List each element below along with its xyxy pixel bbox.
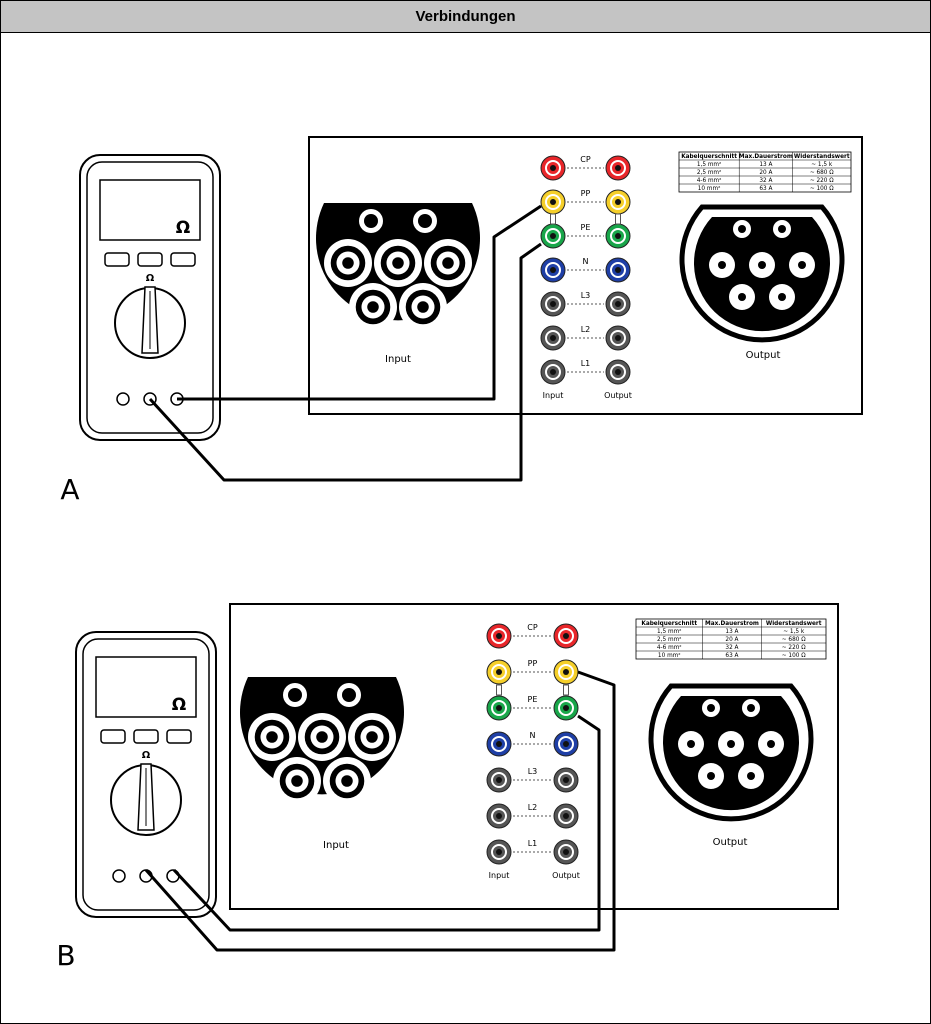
- jack-label-n: N: [530, 731, 536, 740]
- table-cell: 1,5 mm²: [697, 161, 721, 168]
- table-cell: 13 A: [759, 162, 772, 168]
- output-connector-label: Output: [713, 837, 748, 848]
- multimeter-display: [95, 656, 197, 718]
- table-cell: 4-6 mm²: [657, 644, 682, 651]
- table-cell: 63 A: [759, 186, 772, 192]
- jack-label-l3: L3: [581, 291, 591, 300]
- jack-label-l1: L1: [581, 359, 591, 368]
- table-cell: ~ 100 Ω: [782, 653, 806, 659]
- table-cell: 2,5 mm²: [697, 169, 721, 176]
- table-cell: ~ 680 Ω: [782, 637, 806, 643]
- multimeter-function-button: [170, 252, 196, 267]
- multimeter-function-button: [133, 729, 159, 744]
- jack-column-input-label: Input: [489, 871, 510, 880]
- jack-label-l2: L2: [581, 325, 591, 334]
- jack-label-pp: PP: [581, 189, 591, 198]
- multimeter-probe-socket: [112, 869, 126, 883]
- probe-lead-com-to-pp: [177, 204, 542, 401]
- table-header-cell: Max.Dauerstrom: [739, 154, 793, 160]
- table-cell: ~ 680 Ω: [810, 170, 834, 176]
- jack-column-output-label: Output: [552, 871, 580, 880]
- table-cell: 20 A: [725, 637, 738, 643]
- output-connector-label: Output: [746, 350, 781, 361]
- table-cell: ~ 220 Ω: [782, 645, 806, 651]
- table-header-cell: Widerstandswert: [766, 621, 822, 627]
- multimeter-function-button: [137, 252, 163, 267]
- table-cell: ~ 1,5 k: [783, 629, 805, 635]
- multimeter-inner-border: [82, 638, 210, 911]
- table-border: [678, 151, 852, 193]
- panel-letter-b: B: [56, 939, 75, 972]
- table-border: [635, 618, 827, 660]
- title-bar: Verbindungen: [1, 1, 930, 33]
- probe-lead-v-to-pe: [148, 242, 542, 482]
- table-cell: 10 mm²: [698, 185, 721, 192]
- pp-resistor-icon: [615, 213, 621, 225]
- pp-resistor-icon: [563, 684, 569, 696]
- panel-letter-a: A: [60, 473, 79, 506]
- table-cell: 4-6 mm²: [697, 177, 722, 184]
- jack-label-l1: L1: [528, 839, 538, 848]
- multimeter-display-symbol: Ω: [172, 695, 186, 715]
- jack-label-cp: CP: [580, 155, 591, 164]
- multimeter-display: [99, 179, 201, 241]
- multimeter-function-button: [104, 252, 130, 267]
- jack-label-pp: PP: [528, 659, 538, 668]
- multimeter: ΩΩ: [75, 631, 217, 918]
- table-cell: 32 A: [759, 178, 772, 184]
- jack-label-l3: L3: [528, 767, 538, 776]
- pp-resistor-icon: [550, 213, 556, 225]
- multimeter-function-button: [100, 729, 126, 744]
- probe-lead-v-to-pp: [144, 670, 616, 952]
- reference-table: Kabelquerschnitt Max.Dauerstrom Widerstand…: [635, 618, 827, 660]
- jack-label-cp: CP: [527, 623, 538, 632]
- jack-label-l2: L2: [528, 803, 538, 812]
- table-cell: ~ 100 Ω: [810, 186, 834, 192]
- jack-label-n: N: [583, 257, 589, 266]
- multimeter: ΩΩ: [79, 154, 221, 441]
- table-cell: 13 A: [725, 629, 738, 635]
- table-cell: 20 A: [759, 170, 772, 176]
- multimeter-inner-border: [86, 161, 214, 434]
- jack-column-input-label: Input: [543, 391, 564, 400]
- table-cell: 1,5 mm²: [657, 628, 681, 635]
- jack-label-pe: PE: [581, 223, 591, 232]
- table-cell: ~ 220 Ω: [810, 178, 834, 184]
- multimeter-probe-socket: [116, 392, 130, 406]
- table-header-cell: Widerstandswert: [794, 154, 850, 160]
- table-header-cell: Max.Dauerstrom: [705, 621, 759, 627]
- input-connector-label: Input: [385, 354, 411, 365]
- multimeter-dial-symbol: Ω: [142, 750, 151, 761]
- jack-label-pe: PE: [528, 695, 538, 704]
- table-cell: 10 mm²: [658, 652, 681, 659]
- multimeter-dial-symbol: Ω: [146, 273, 155, 284]
- multimeter-display-symbol: Ω: [176, 218, 190, 238]
- table-header-cell: Kabelquerschnitt: [681, 154, 737, 160]
- table-cell: 2,5 mm²: [657, 636, 681, 643]
- table-cell: ~ 1,5 k: [811, 162, 833, 168]
- multimeter-function-button: [166, 729, 192, 744]
- table-cell: 32 A: [725, 645, 738, 651]
- probe-lead-com-to-pe: [172, 714, 601, 932]
- input-connector-label: Input: [323, 840, 349, 851]
- jack-column-output-label: Output: [604, 391, 632, 400]
- pp-resistor-icon: [496, 684, 502, 696]
- table-cell: 63 A: [725, 653, 738, 659]
- page-title: Verbindungen: [415, 8, 516, 25]
- table-header-cell: Kabelquerschnitt: [641, 621, 697, 627]
